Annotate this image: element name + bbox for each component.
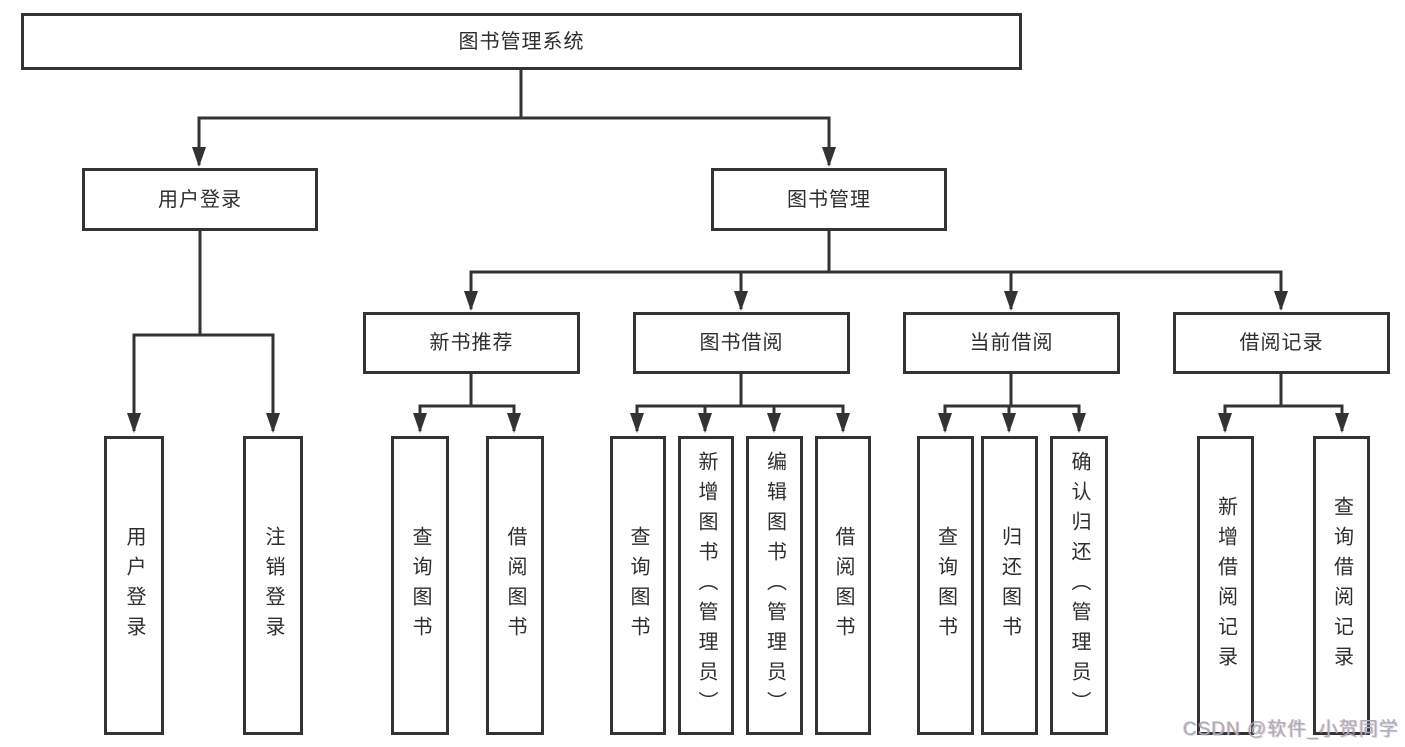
leaf-records-add: 新增借阅记录 bbox=[1197, 436, 1254, 735]
watermark: CSDN @软件_小贺同学 bbox=[1183, 719, 1399, 740]
leaf-newbooks-query: 查询图书 bbox=[391, 436, 449, 735]
leaf-current-return: 归还图书 bbox=[981, 436, 1038, 735]
node-root: 图书管理系统 bbox=[21, 13, 1022, 70]
node-book-management: 图书管理 bbox=[711, 168, 947, 231]
leaf-current-confirm-admin: 确认归还（管理员） bbox=[1050, 436, 1108, 735]
node-borrowing-records: 借阅记录 bbox=[1173, 312, 1390, 374]
leaf-borrowing-add-admin: 新增图书（管理员） bbox=[678, 436, 734, 735]
leaf-user-login: 用户登录 bbox=[104, 436, 164, 735]
leaf-current-query: 查询图书 bbox=[917, 436, 974, 735]
leaf-borrowing-borrow: 借阅图书 bbox=[815, 436, 871, 735]
leaf-logout: 注销登录 bbox=[243, 436, 303, 735]
leaf-records-query: 查询借阅记录 bbox=[1313, 436, 1370, 735]
node-book-borrowing: 图书借阅 bbox=[633, 312, 850, 374]
node-new-books: 新书推荐 bbox=[363, 312, 580, 374]
leaf-borrowing-edit-admin: 编辑图书（管理员） bbox=[746, 436, 803, 735]
node-current-borrowing: 当前借阅 bbox=[903, 312, 1120, 374]
leaf-borrowing-query: 查询图书 bbox=[610, 436, 666, 735]
node-user-login: 用户登录 bbox=[82, 168, 318, 231]
leaf-newbooks-borrow: 借阅图书 bbox=[486, 436, 544, 735]
